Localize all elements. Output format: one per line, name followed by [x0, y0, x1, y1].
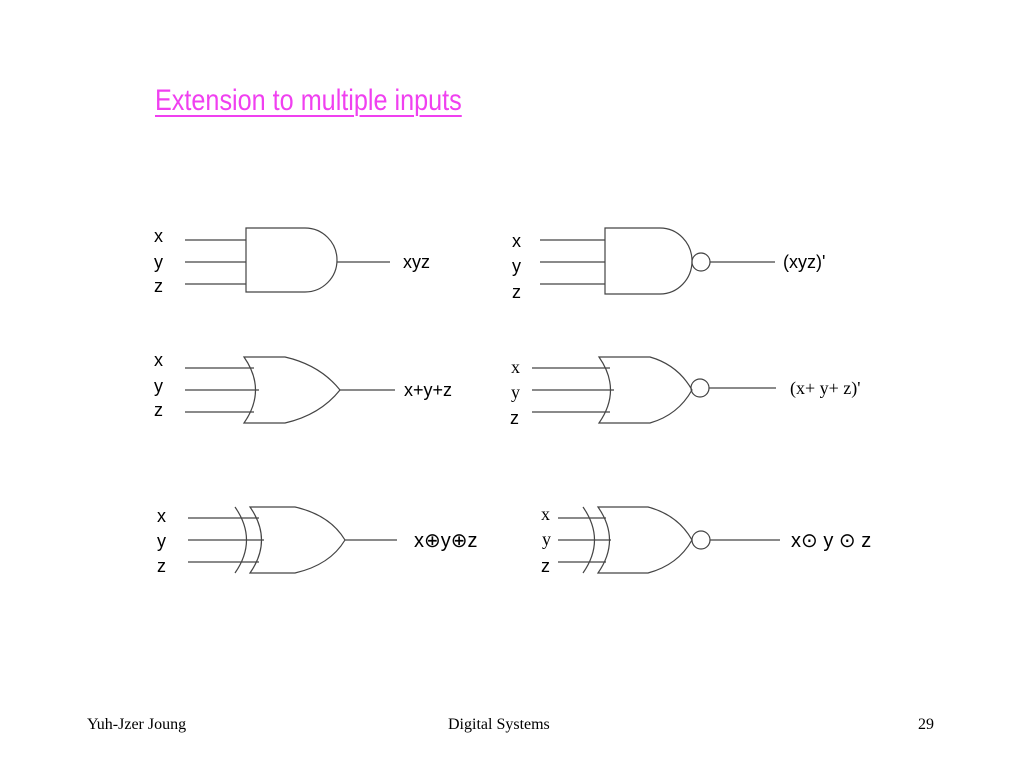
- nand-gate-body: [604, 227, 693, 295]
- and-output-label: xyz: [403, 252, 430, 272]
- xnor-output-label: x⊙ y ⊙ z: [791, 530, 871, 552]
- xnor-label-x: x: [541, 504, 550, 524]
- or-gate: [185, 356, 395, 424]
- xnor-label-y: y: [542, 529, 551, 549]
- and-label-x: x: [154, 226, 163, 246]
- footer-page-number: 29: [918, 716, 934, 733]
- nand-label-z: z: [512, 282, 521, 302]
- nor-label-z: z: [510, 408, 519, 428]
- nand-gate-bubble: [691, 252, 711, 272]
- xor-label-z: z: [157, 556, 166, 576]
- xor-output-label: x⊕y⊕z: [414, 530, 478, 552]
- nand-label-y: y: [512, 256, 521, 276]
- nor-label-x: x: [511, 357, 520, 377]
- nor-gate: [532, 356, 776, 424]
- nand-gate: [540, 227, 775, 295]
- and-gate-body: [245, 227, 338, 293]
- nor-label-y: y: [511, 382, 520, 402]
- xnor-symbol-2: ⊙: [839, 530, 856, 552]
- or-label-x: x: [154, 350, 163, 370]
- nand-label-x: x: [512, 231, 521, 251]
- footer-course: Digital Systems: [448, 716, 550, 733]
- xor-label-y: y: [157, 531, 166, 551]
- or-output-label: x+y+z: [404, 380, 452, 400]
- xnor-symbol-1: ⊙: [801, 530, 818, 552]
- or-gate-body: [242, 356, 341, 424]
- xor-label-x: x: [157, 506, 166, 526]
- xor-symbol-2: ⊕: [451, 530, 468, 552]
- or-label-y: y: [154, 376, 163, 396]
- xor-gate: [188, 506, 397, 574]
- xor-symbol-1: ⊕: [424, 530, 441, 552]
- xnor-gate-body: [596, 506, 693, 574]
- xnor-label-z: z: [541, 556, 550, 576]
- and-gate: [185, 227, 390, 293]
- footer-author: Yuh-Jzer Joung: [87, 716, 187, 733]
- xor-gate-body: [248, 506, 346, 574]
- nor-gate-bubble: [690, 378, 710, 398]
- xnor-gate: [558, 506, 780, 574]
- xor-gate-extra-curve: [234, 506, 247, 574]
- and-label-z: z: [154, 276, 163, 296]
- slide-title: Extension to multiple inputs: [155, 84, 462, 117]
- xnor-gate-bubble: [691, 530, 711, 550]
- and-label-y: y: [154, 252, 163, 272]
- xnor-gate-extra-curve: [582, 506, 595, 574]
- nor-gate-body: [597, 356, 693, 424]
- or-label-z: z: [154, 400, 163, 420]
- nor-output-label: (x+ y+ z)': [790, 378, 861, 399]
- nand-output-label: (xyz)': [783, 252, 825, 272]
